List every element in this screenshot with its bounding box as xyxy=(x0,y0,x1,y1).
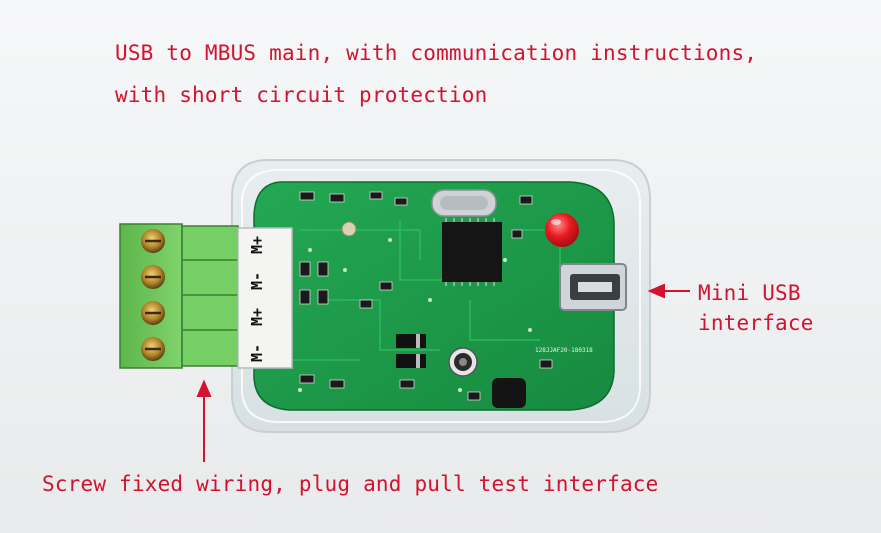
pcb-board: 128JJAF20-180318 xyxy=(253,181,627,411)
terminal-label-4: M+ xyxy=(248,236,266,254)
svg-text:128JJAF20-180318: 128JJAF20-180318 xyxy=(535,347,593,354)
red-led xyxy=(545,213,579,247)
terminal-arrow xyxy=(196,379,212,462)
terminal-block: M- M+ M- M+ xyxy=(119,223,293,369)
main-caption-line-1: USB to MBUS main, with communication ins… xyxy=(115,41,758,65)
mini-usb-port xyxy=(559,263,627,311)
crystal-oscillator xyxy=(431,189,497,217)
usb-caption-line-1: Mini USB xyxy=(698,281,801,305)
capacitor xyxy=(448,347,478,377)
terminal-label-1: M- xyxy=(248,344,266,362)
terminal-label-2: M+ xyxy=(248,308,266,326)
terminal-label-3: M- xyxy=(248,272,266,290)
main-caption-line-2: with short circuit protection xyxy=(115,83,488,107)
inductor xyxy=(492,378,526,408)
usb-caption-line-2: interface xyxy=(698,311,814,335)
main-ic-chip xyxy=(442,218,502,286)
terminal-caption: Screw fixed wiring, plug and pull test i… xyxy=(42,472,659,496)
diodes xyxy=(396,334,426,368)
usb-arrow xyxy=(647,283,690,299)
